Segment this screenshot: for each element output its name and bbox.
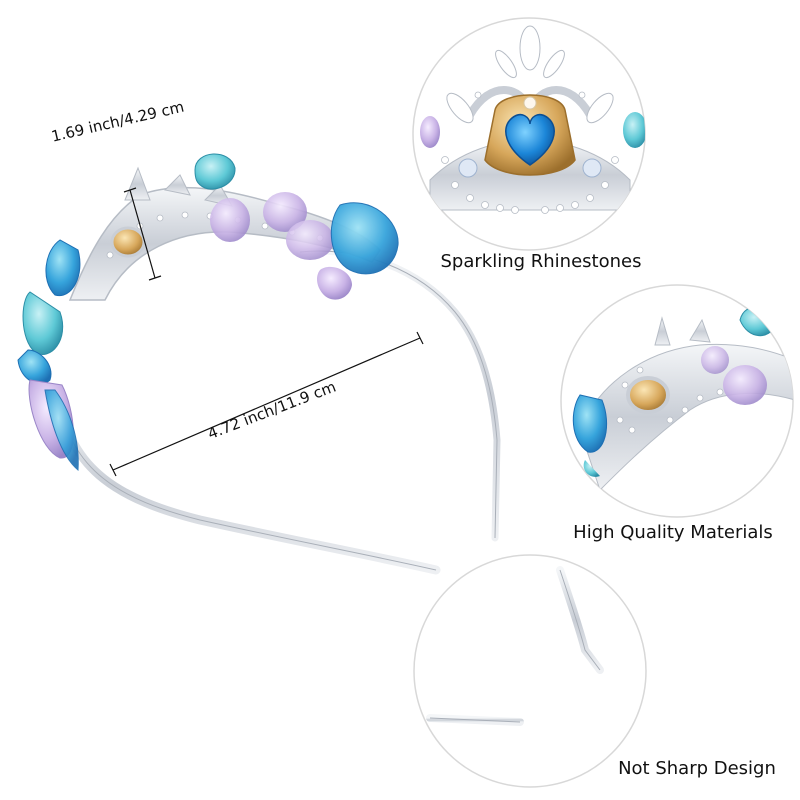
detail-circle-materials [560, 284, 794, 518]
feature-caption-rhinestones: Sparkling Rhinestones [440, 251, 642, 272]
feature-caption-not-sharp: Not Sharp Design [618, 758, 776, 779]
height-dimension-line [123, 187, 162, 281]
detail-circle-rhinestones [412, 17, 646, 251]
width-dimension-line [109, 331, 424, 477]
tiara-crown [17, 153, 399, 472]
feature-caption-materials: High Quality Materials [573, 522, 773, 543]
detail-circle-rounded-end [413, 554, 647, 788]
